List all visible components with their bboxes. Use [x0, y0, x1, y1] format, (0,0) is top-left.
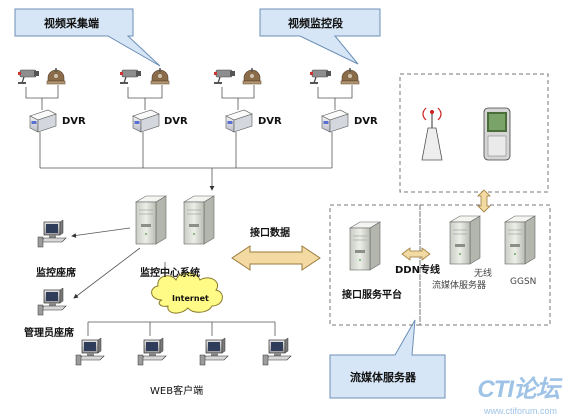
ggsn-server [504, 215, 536, 265]
camera-group-2 [119, 67, 170, 85]
callout-monitor-label: 视频监控段 [288, 17, 343, 30]
ddn-label: DDN专线 [395, 265, 440, 276]
dvr-2 [132, 109, 160, 133]
monitor-seat-pc [37, 219, 67, 248]
camera-dvr-links [25, 85, 353, 110]
interface-data-arrow [231, 245, 321, 271]
ggsn-label: GGSN [510, 277, 537, 287]
control-center-server-2 [183, 195, 215, 245]
web-client-pc-2 [137, 337, 167, 366]
wireless-line1-label: 无线 [474, 269, 493, 279]
seat-links [71, 227, 141, 299]
callout-stream-label: 流媒体服务器 [350, 371, 416, 384]
wireless-stream-server [449, 215, 481, 265]
dvr-bus [39, 132, 333, 191]
callout-capture-label: 视频采集端 [44, 17, 99, 30]
wireless-line2-label: 流媒体服务器 [432, 281, 487, 291]
dvr-1 [29, 109, 57, 133]
control-center-server-1 [135, 195, 167, 245]
callout-stream [329, 319, 446, 399]
mobile-terminal-box [399, 73, 549, 193]
watermark-brand: CTI论坛 [477, 376, 560, 403]
camera-group-3 [213, 67, 262, 85]
camera-group-4 [309, 67, 360, 85]
internet-label: Internet [172, 294, 209, 303]
dvr-2-label: DVR [164, 116, 188, 127]
dvr-4 [321, 109, 349, 133]
dvr-4-label: DVR [354, 116, 378, 127]
dvr-3-label: DVR [258, 116, 282, 127]
callout-monitor [259, 8, 381, 65]
wireless-tower-icon [421, 107, 443, 161]
dvr-3 [225, 109, 253, 133]
ddn-double-arrow [401, 247, 431, 261]
interface-platform-label: 接口服务平台 [342, 290, 402, 301]
vertical-double-arrow [477, 189, 491, 213]
interface-data-label: 接口数据 [250, 228, 290, 239]
mobile-phone-icon [483, 107, 511, 161]
interface-platform-server [349, 221, 381, 271]
admin-seat-pc [37, 287, 67, 316]
web-client-pc-4 [262, 337, 292, 366]
callout-capture [14, 8, 161, 67]
internet-cloud [151, 272, 223, 314]
web-client-pc-3 [199, 337, 229, 366]
admin-seat-label: 管理员座席 [24, 328, 74, 339]
web-client-label: WEB客户端 [150, 386, 204, 397]
dvr-1-label: DVR [62, 116, 86, 127]
camera-group-1 [17, 67, 66, 85]
web-client-pc-1 [75, 337, 105, 366]
watermark-url: www.ctiforum.com [483, 406, 557, 416]
monitor-seat-label: 监控座席 [36, 268, 76, 279]
interface-platform-box [329, 204, 421, 326]
control-center-label: 监控中心系统 [140, 268, 200, 279]
